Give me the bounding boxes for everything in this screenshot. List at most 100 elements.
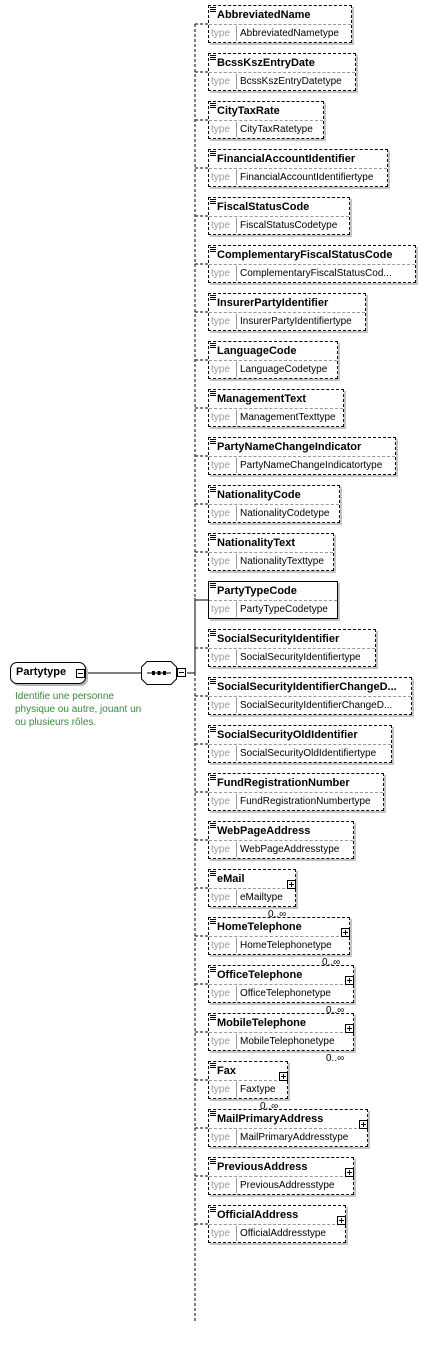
- element-type: Faxtype: [240, 1084, 276, 1095]
- expand-icon[interactable]: [337, 1216, 346, 1225]
- expand-icon[interactable]: [287, 880, 296, 889]
- type-divider: [209, 456, 395, 457]
- type-divider: [209, 360, 337, 361]
- type-keyword: type: [211, 460, 230, 471]
- type-separator: [236, 1082, 237, 1097]
- collapse-icon[interactable]: [76, 669, 85, 678]
- element-type: eMailtype: [240, 892, 283, 903]
- type-keyword: type: [211, 172, 230, 183]
- type-separator: [236, 746, 237, 761]
- list-icon: [210, 583, 216, 588]
- list-icon: [210, 967, 216, 972]
- element-type: ManagementTexttype: [240, 412, 336, 423]
- expand-icon[interactable]: [345, 1024, 354, 1033]
- expand-icon[interactable]: [345, 976, 354, 985]
- element-name: CityTaxRate: [217, 105, 280, 117]
- expand-icon[interactable]: [359, 1120, 368, 1129]
- type-divider: [209, 648, 375, 649]
- element-name: LanguageCode: [217, 345, 297, 357]
- element-name: PreviousAddress: [217, 1161, 308, 1173]
- expand-icon[interactable]: [279, 1072, 288, 1081]
- type-separator: [236, 650, 237, 665]
- type-divider: [209, 744, 391, 745]
- type-divider: [209, 120, 323, 121]
- sequence-compositor[interactable]: [141, 661, 186, 685]
- element-name: FinancialAccountIdentifier: [217, 153, 356, 165]
- element-name: WebPageAddress: [217, 825, 311, 837]
- element-name: NationalityCode: [217, 489, 301, 501]
- type-keyword: type: [211, 940, 230, 951]
- element-type: OfficialAddresstype: [240, 1228, 326, 1239]
- element-type: PartyNameChangeIndicatortype: [240, 460, 383, 471]
- element-type: BcssKszEntryDatetype: [240, 76, 342, 87]
- element-name: BcssKszEntryDate: [217, 57, 315, 69]
- type-keyword: type: [211, 844, 230, 855]
- type-separator: [236, 362, 237, 377]
- type-separator: [236, 1130, 237, 1145]
- list-icon: [210, 919, 216, 924]
- type-separator: [236, 506, 237, 521]
- root-element-partytype[interactable]: Partytype: [10, 662, 86, 684]
- element-type: SocialSecurityOldIdentifiertype: [240, 748, 377, 759]
- list-icon: [210, 535, 216, 540]
- type-divider: [209, 984, 353, 985]
- type-divider: [209, 72, 355, 73]
- element-name: FundRegistrationNumber: [217, 777, 350, 789]
- expand-icon[interactable]: [341, 928, 350, 937]
- element-type: InsurerPartyIdentifiertype: [240, 316, 352, 327]
- type-divider: [209, 1224, 345, 1225]
- expand-icon[interactable]: [345, 1168, 354, 1177]
- element-type: WebPageAddresstype: [240, 844, 340, 855]
- type-keyword: type: [211, 1036, 230, 1047]
- element-name: Fax: [217, 1065, 236, 1077]
- type-divider: [209, 504, 339, 505]
- element-type: NationalityTexttype: [240, 556, 324, 567]
- multiplicity-label: 0..∞: [322, 957, 341, 968]
- type-keyword: type: [211, 892, 230, 903]
- element-type: SocialSecurityIdentifiertype: [240, 652, 361, 663]
- element-type: NationalityCodetype: [240, 508, 330, 519]
- type-keyword: type: [211, 508, 230, 519]
- multiplicity-label: 0..∞: [260, 1101, 279, 1112]
- element-type: PreviousAddresstype: [240, 1180, 335, 1191]
- type-keyword: type: [211, 220, 230, 231]
- list-icon: [210, 1207, 216, 1212]
- type-separator: [236, 698, 237, 713]
- sequence-icon: [141, 661, 177, 685]
- type-separator: [236, 458, 237, 473]
- type-divider: [209, 792, 383, 793]
- type-keyword: type: [211, 316, 230, 327]
- list-icon: [210, 1015, 216, 1020]
- type-separator: [236, 1034, 237, 1049]
- collapse-icon[interactable]: [177, 668, 186, 677]
- element-type: FiscalStatusCodetype: [240, 220, 338, 231]
- list-icon: [210, 1111, 216, 1116]
